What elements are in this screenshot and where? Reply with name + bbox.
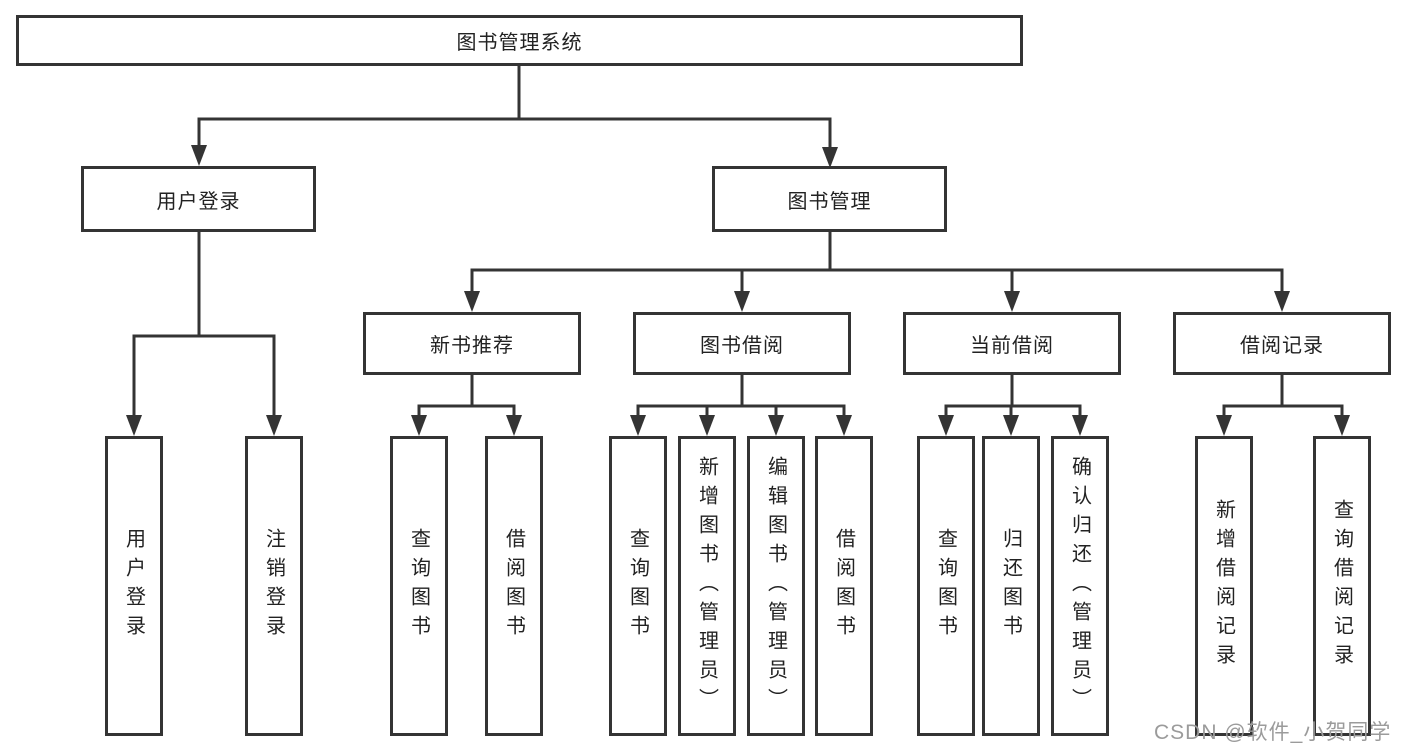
watermark: CSDN @软件_小贺同学 xyxy=(1154,721,1392,744)
connector-user-login xyxy=(132,228,276,421)
node-current-borrow-label: 当前借阅 xyxy=(970,335,1054,357)
leaf-query-borrow-record-label: 查询借阅记录 xyxy=(1330,499,1353,673)
leaf-borrow-books-2: 借阅图书 xyxy=(815,436,873,736)
node-book-management-label: 图书管理 xyxy=(787,190,872,213)
connector-book-management xyxy=(470,228,1284,297)
connector-root xyxy=(197,62,832,152)
leaf-query-books-3: 查询图书 xyxy=(917,436,975,736)
leaf-query-books-1-label: 查询图书 xyxy=(407,528,430,644)
leaf-return-books-label: 归还图书 xyxy=(999,528,1022,644)
leaf-confirm-return-admin: 确认归还（管理员） xyxy=(1051,436,1109,736)
node-user-login-branch-label: 用户登录 xyxy=(156,190,241,213)
node-book-management: 图书管理 xyxy=(712,166,947,232)
node-current-borrow: 当前借阅 xyxy=(903,312,1121,375)
leaf-query-books-2: 查询图书 xyxy=(609,436,667,736)
leaf-query-books-1: 查询图书 xyxy=(390,436,448,736)
node-new-book-recommend: 新书推荐 xyxy=(363,312,581,375)
leaf-borrow-books-2-label: 借阅图书 xyxy=(832,528,855,644)
node-root: 图书管理系统 xyxy=(16,15,1023,66)
leaf-return-books: 归还图书 xyxy=(982,436,1040,736)
leaf-edit-books-admin-label: 编辑图书（管理员） xyxy=(764,455,787,717)
leaf-logout-label: 注销登录 xyxy=(262,528,285,644)
node-user-login-branch: 用户登录 xyxy=(81,166,316,232)
leaf-add-books-admin: 新增图书（管理员） xyxy=(678,436,736,736)
leaf-add-borrow-record: 新增借阅记录 xyxy=(1195,436,1253,736)
leaf-confirm-return-admin-label: 确认归还（管理员） xyxy=(1068,455,1091,717)
node-root-label: 图书管理系统 xyxy=(456,32,583,54)
node-book-borrow-label: 图书借阅 xyxy=(700,335,784,357)
leaf-borrow-books-1-label: 借阅图书 xyxy=(502,528,525,644)
node-new-book-recommend-label: 新书推荐 xyxy=(430,335,514,357)
leaf-logout: 注销登录 xyxy=(245,436,303,736)
connector-borrow-records xyxy=(1222,371,1344,421)
arrowheads xyxy=(126,145,1350,436)
leaf-user-login: 用户登录 xyxy=(105,436,163,736)
connector-book-borrow xyxy=(636,371,846,421)
leaf-borrow-books-1: 借阅图书 xyxy=(485,436,543,736)
leaf-edit-books-admin: 编辑图书（管理员） xyxy=(747,436,805,736)
node-book-borrow: 图书借阅 xyxy=(633,312,851,375)
leaf-add-books-admin-label: 新增图书（管理员） xyxy=(695,455,718,717)
node-borrow-records-label: 借阅记录 xyxy=(1240,335,1324,357)
leaf-query-books-3-label: 查询图书 xyxy=(934,528,957,644)
leaf-add-borrow-record-label: 新增借阅记录 xyxy=(1212,499,1235,673)
connector-new-book-recommend xyxy=(417,371,516,421)
node-borrow-records: 借阅记录 xyxy=(1173,312,1391,375)
leaf-query-books-2-label: 查询图书 xyxy=(626,528,649,644)
leaf-query-borrow-record: 查询借阅记录 xyxy=(1313,436,1371,736)
leaf-user-login-label: 用户登录 xyxy=(122,528,145,644)
connector-current-borrow xyxy=(944,371,1082,421)
